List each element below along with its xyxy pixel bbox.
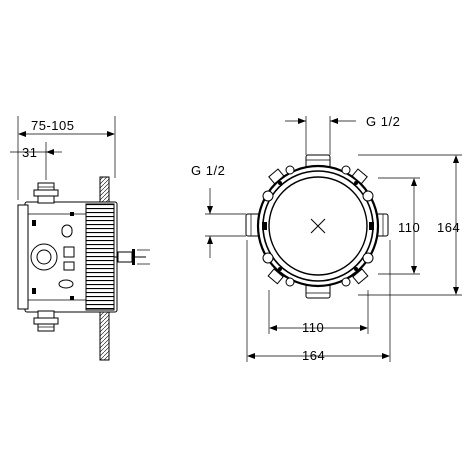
dim-outer-vertical: 164 [358, 154, 462, 296]
center-mark [310, 218, 326, 234]
outer-vertical-label: 164 [437, 220, 460, 235]
dim-overall-depth: 75-105 [17, 116, 116, 200]
dim-overall-label: 75-105 [31, 118, 74, 133]
outer-horizontal-label: 164 [302, 348, 325, 363]
dim-outer-horizontal: 164 [246, 240, 391, 363]
thread-left-label: G 1/2 [191, 163, 225, 178]
spindle [114, 249, 150, 265]
dim-thread-left: G 1/2 [191, 163, 246, 258]
thread-top-label: G 1/2 [366, 114, 400, 129]
dim-inner-horizontal: 110 [268, 290, 369, 335]
housing-lugs [262, 165, 374, 287]
inner-horizontal-label: 110 [302, 320, 324, 335]
inner-vertical-label: 110 [398, 220, 420, 235]
dim-thread-top: G 1/2 [285, 114, 400, 155]
dim-inner-vertical: 110 [378, 177, 420, 275]
side-port-inner [36, 249, 52, 265]
bottom-connector [33, 310, 59, 332]
side-view: 75-105 31 [10, 116, 150, 361]
front-view: G 1/2 G 1/2 110 164 [191, 114, 462, 363]
dim-offset: 31 [10, 142, 62, 180]
top-connector [33, 182, 59, 204]
ribbed-sleeve [85, 203, 115, 311]
dim-offset-label: 31 [22, 145, 37, 160]
